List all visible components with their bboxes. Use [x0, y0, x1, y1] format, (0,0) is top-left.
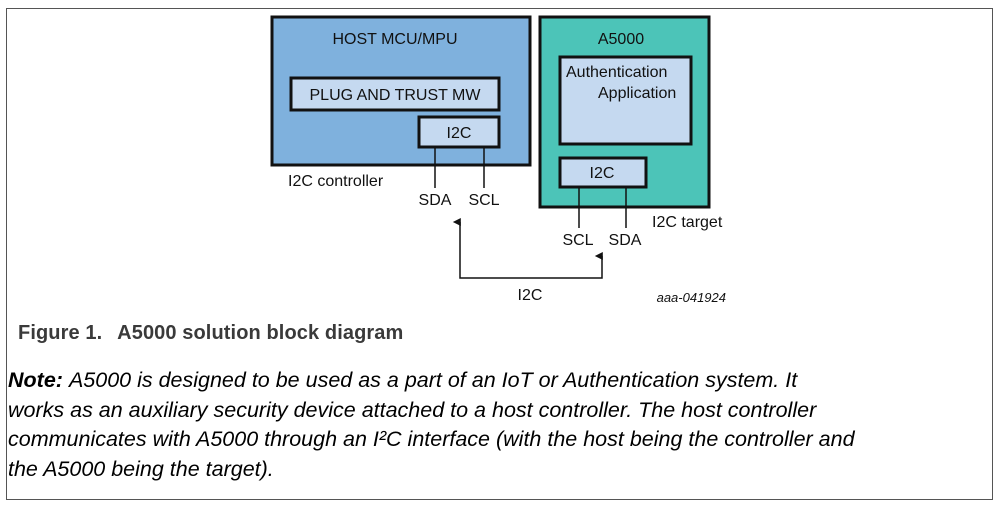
note-line: works as an auxiliary security device at…	[8, 397, 817, 422]
i2c-controller-label: I2C controller	[288, 173, 384, 190]
authentication-app-box	[558, 55, 693, 146]
i2c-bus-line	[452, 218, 603, 279]
figure-frame	[6, 8, 993, 500]
authentication-app-label-1: Authentication	[566, 64, 667, 81]
figure-id: aaa-041924	[657, 290, 726, 305]
host-mcu-block: HOST MCU/MPU PLUG AND TRUST MW I2C I2C c…	[270, 15, 532, 209]
block-diagram: HOST MCU/MPU PLUG AND TRUST MW I2C I2C c…	[270, 15, 726, 305]
i2c-bus-label: I2C	[518, 287, 543, 304]
note-line: Note:A5000 is designed to be used as a p…	[8, 366, 998, 396]
a5000-block: A5000 Authentication Application I2C I2C…	[538, 15, 723, 249]
plug-and-trust-label: PLUG AND TRUST MW	[310, 87, 482, 104]
a5000-i2c-label: I2C	[590, 165, 615, 182]
host-i2c-label: I2C	[447, 125, 472, 142]
figure-number: Figure 1.	[18, 322, 103, 344]
a5000-title: A5000	[598, 31, 644, 48]
host-mcu-title: HOST MCU/MPU	[332, 31, 457, 48]
note-label: Note:	[8, 368, 63, 392]
note-line: communicates with A5000 through an I²C i…	[8, 427, 855, 451]
host-scl-pin: SCL	[468, 192, 499, 209]
plug-and-trust-box	[289, 76, 501, 112]
i2c-target-label: I2C target	[652, 214, 723, 231]
note-line: the A5000 being the target).	[8, 456, 274, 481]
figure-caption: Figure 1. A5000 solution block diagram	[18, 322, 403, 345]
note-text: A5000 is designed to be used as a part o…	[68, 368, 798, 392]
a5000-scl-pin: SCL	[562, 232, 593, 249]
host-sda-pin: SDA	[419, 192, 452, 209]
i2c-bus-connection: I2C	[452, 218, 603, 304]
note-paragraph: Note:A5000 is designed to be used as a p…	[8, 366, 998, 484]
a5000-sda-pin: SDA	[609, 232, 642, 249]
authentication-app-label-2: Application	[598, 85, 676, 102]
a5000-i2c-box	[558, 156, 648, 189]
figure-title: A5000 solution block diagram	[117, 322, 404, 344]
host-i2c-box	[417, 115, 501, 149]
